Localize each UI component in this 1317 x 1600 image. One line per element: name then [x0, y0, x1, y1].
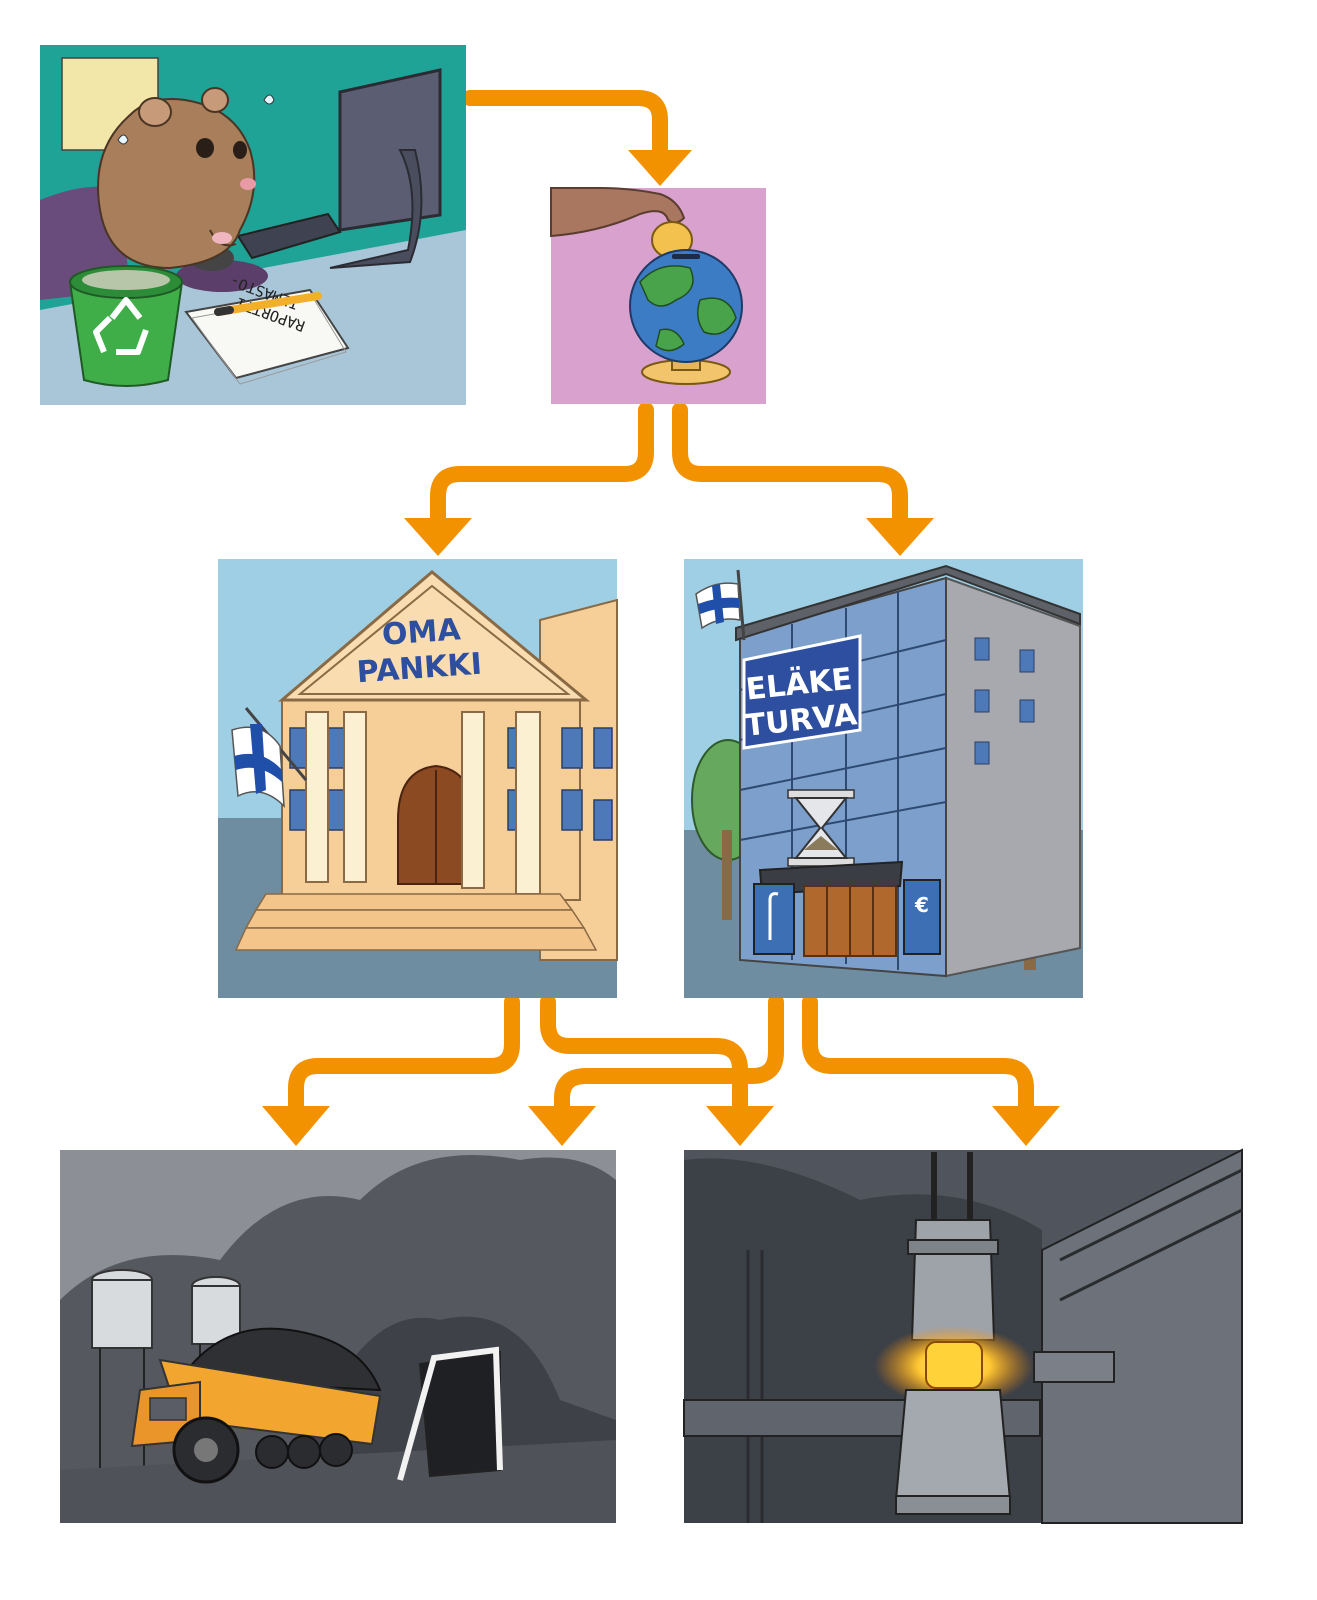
arrow-pension-to-mine — [554, 994, 784, 1116]
arrow-savings-to-bank — [430, 402, 654, 528]
hamster — [97, 87, 256, 270]
pension-side — [945, 576, 1081, 978]
arrow-bank-to-mine — [288, 994, 520, 1116]
finland-flag — [231, 707, 308, 808]
flow-arrows — [288, 90, 1034, 1116]
arrow-savings-to-pension — [672, 402, 908, 528]
ladle-furnace — [874, 1152, 1034, 1515]
dump-truck — [130, 1358, 382, 1484]
arrow-bank-to-mill — [540, 994, 748, 1116]
arrowhead-mine-2 — [528, 1106, 596, 1146]
poster-euro-symbol: € — [914, 893, 929, 917]
bank-pediment — [277, 570, 591, 702]
bank-sign-line1: OMA — [381, 612, 463, 652]
bank-sign-line2: PANKKI — [356, 647, 483, 691]
poster-euro — [903, 879, 941, 955]
keyboard — [236, 212, 342, 260]
arrow-pension-to-mill2 — [802, 994, 1034, 1116]
computer-monitor — [338, 68, 442, 232]
panel-steel-mill — [683, 1148, 1243, 1524]
panel-pension: ELÄKE TURVA € — [684, 559, 1083, 998]
poster-cane — [753, 883, 795, 955]
pencil — [214, 292, 322, 316]
arrowhead-mill-1 — [706, 1106, 774, 1146]
panel-bank: OMA PANKKI — [218, 559, 618, 998]
panel-office: ILMASTO- RAPORTTI — [40, 45, 466, 405]
bank-columns — [305, 711, 541, 895]
panel-savings — [550, 187, 766, 404]
recycle-icon — [93, 297, 149, 355]
arrow-office-to-savings — [462, 90, 668, 160]
arrowhead-bank — [404, 518, 472, 556]
sweat-drop — [263, 94, 275, 105]
arrowhead-mill-2 — [992, 1106, 1060, 1146]
arrowhead-pension — [866, 518, 934, 556]
globe-icon — [629, 249, 743, 363]
monitor-stand — [329, 149, 423, 269]
panel-coal-mine — [60, 1150, 616, 1523]
finland-flag — [695, 569, 746, 641]
arrowhead-savings — [628, 150, 692, 186]
sweat-drop — [117, 134, 129, 145]
climate-report: ILMASTO- RAPORTTI — [184, 272, 350, 385]
hourglass-icon — [787, 789, 855, 867]
silos — [91, 1269, 241, 1349]
bank-steps — [234, 893, 598, 951]
arrow-heads — [262, 150, 1060, 1146]
pension-sign — [742, 634, 862, 750]
recycle-bin — [68, 265, 184, 387]
arrowhead-mine-1 — [262, 1106, 330, 1146]
